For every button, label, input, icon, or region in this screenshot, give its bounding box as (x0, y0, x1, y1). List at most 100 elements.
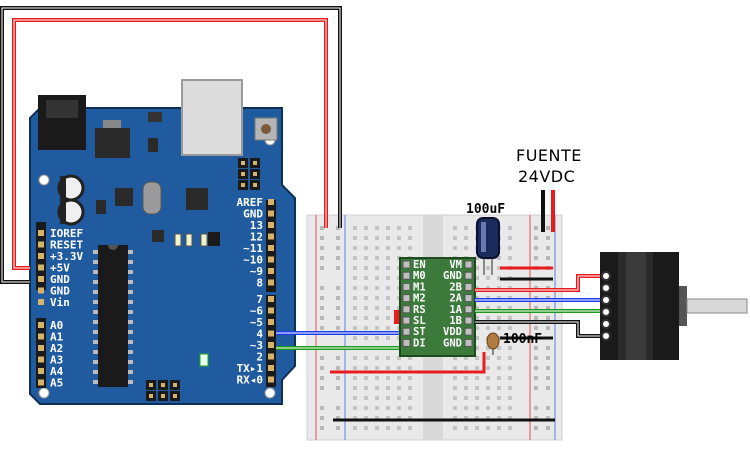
header-pin (38, 287, 44, 294)
breadboard-hole (546, 356, 550, 360)
chip-pin (128, 330, 133, 334)
breadboard-hole (375, 256, 379, 260)
chip-pin (93, 350, 98, 354)
driver-pin-label: GND (443, 270, 462, 282)
breadboard-hole (364, 236, 368, 240)
breadboard-hole (375, 336, 379, 340)
breadboard-hole (353, 356, 357, 360)
pin-label: +3.3V (50, 250, 83, 263)
breadboard-hole (534, 426, 538, 430)
chip-pin (128, 280, 133, 284)
breadboard-hole (364, 276, 368, 280)
breadboard-hole (375, 286, 379, 290)
breadboard-hole (397, 386, 401, 390)
breadboard-hole (364, 356, 368, 360)
breadboard-hole (397, 236, 401, 240)
breadboard-hole (508, 386, 512, 390)
led (174, 233, 182, 247)
breadboard-hole (508, 376, 512, 380)
breadboard-hole (320, 256, 324, 260)
breadboard-hole (364, 416, 368, 420)
pin-label: A3 (50, 354, 63, 367)
breadboard-hole (336, 266, 340, 270)
breadboard-hole (464, 406, 468, 410)
breadboard-hole (353, 286, 357, 290)
breadboard-hole (546, 256, 550, 260)
pin-label: ~11 (243, 242, 263, 255)
driver-pin (464, 316, 473, 325)
breadboard-hole (364, 336, 368, 340)
breadboard-hole (320, 306, 324, 310)
chip-pin (128, 290, 133, 294)
driver-pin (402, 338, 411, 347)
breadboard-hole (397, 226, 401, 230)
breadboard-hole (375, 386, 379, 390)
breadboard-hole (508, 346, 512, 350)
pin-label: A0 (50, 319, 63, 332)
header-pin (38, 241, 44, 248)
breadboard-hole (386, 236, 390, 240)
breadboard-hole (353, 386, 357, 390)
breadboard-hole (386, 296, 390, 300)
driver-pin-label: 1B (449, 315, 462, 327)
breadboard-hole (353, 376, 357, 380)
breadboard-hole (486, 356, 490, 360)
motor-terminal (601, 331, 611, 341)
driver-pin-label: M2 (413, 293, 426, 305)
driver-pin-label: RS (413, 304, 426, 316)
header-pin (268, 307, 274, 314)
breadboard-hole (336, 246, 340, 250)
breadboard-hole (386, 246, 390, 250)
pin-label: RESET (50, 239, 83, 252)
breadboard-hole (453, 386, 457, 390)
breadboard-hole (546, 426, 550, 430)
motor-terminal (601, 307, 611, 317)
breadboard-hole (320, 386, 324, 390)
pin-label: 13 (250, 219, 263, 232)
mount-hole (38, 174, 50, 186)
breadboard-hole (364, 376, 368, 380)
motor-cap-right (653, 252, 679, 360)
breadboard-hole (497, 426, 501, 430)
breadboard (306, 214, 563, 441)
breadboard-hole (386, 306, 390, 310)
breadboard-hole (386, 396, 390, 400)
breadboard-hole (375, 266, 379, 270)
arduino-pin-labels: IOREFRESET+3.3V+5VGNDGNDVinA0A1A2A3A4A5A… (50, 196, 263, 390)
breadboard-hole (320, 316, 324, 320)
breadboard-hole (408, 226, 412, 230)
breadboard-hole (508, 396, 512, 400)
breadboard-hole (353, 396, 357, 400)
chip-pin (128, 270, 133, 274)
breadboard-hole (364, 266, 368, 270)
breadboard-hole (534, 326, 538, 330)
chip-pin (93, 330, 98, 334)
breadboard-hole (353, 406, 357, 410)
breadboard-hole (408, 386, 412, 390)
motor-cap-left (600, 252, 618, 360)
chip-pin (93, 260, 98, 264)
breadboard-hole (408, 396, 412, 400)
wire-vdd (330, 352, 486, 374)
chip-pin (93, 380, 98, 384)
pin-label: 12 (250, 231, 263, 244)
pin-label: ~3 (250, 339, 263, 352)
breadboard-hole (320, 356, 324, 360)
header-pin (38, 333, 44, 340)
breadboard-hole (508, 236, 512, 240)
breadboard-hole (375, 276, 379, 280)
breadboard-hole (453, 376, 457, 380)
breadboard-hole (353, 326, 357, 330)
breadboard-hole (397, 356, 401, 360)
breadboard-hole (475, 306, 479, 310)
header-pin (268, 199, 274, 205)
breadboard-hole (497, 276, 501, 280)
ceramic-capacitor (486, 332, 500, 355)
breadboard-hole (497, 346, 501, 350)
breadboard-hole (386, 276, 390, 280)
breadboard-hole (375, 366, 379, 370)
breadboard-hole (497, 406, 501, 410)
header-pin (38, 356, 44, 363)
